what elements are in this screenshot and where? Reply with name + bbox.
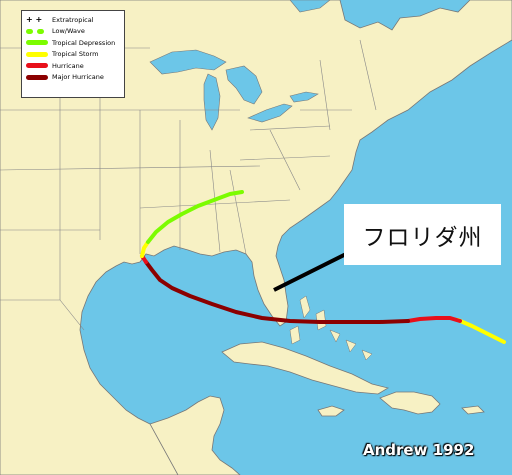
extratropical-crosses-icon: + + xyxy=(26,15,43,25)
track-segment-storm-west xyxy=(140,240,150,258)
florida-callout-label: フロリダ州 xyxy=(344,204,501,265)
track-segment-depression xyxy=(146,190,244,244)
legend-item-tropical-depression: Tropical Depression xyxy=(26,37,120,49)
legend-item-tropical-storm: Tropical Storm xyxy=(26,49,120,61)
cuba xyxy=(221,341,390,395)
legend-item-extratropical: + + Extratropical xyxy=(26,14,120,26)
legend: + + Extratropical Low/Wave Tropical Depr… xyxy=(21,10,125,98)
track-segment-hurricane-east xyxy=(406,316,462,323)
legend-label: Tropical Storm xyxy=(52,50,99,59)
lake-michigan xyxy=(203,73,221,131)
bahamas xyxy=(289,295,373,361)
lake-ontario xyxy=(289,91,319,103)
lake-erie xyxy=(247,103,293,123)
jamaica xyxy=(317,405,345,417)
storm-caption: Andrew 1992 xyxy=(363,441,475,459)
hurricane-line-icon xyxy=(26,63,48,69)
depression-line-icon xyxy=(26,40,48,46)
lake-huron xyxy=(225,65,263,105)
puerto-rico xyxy=(461,405,485,415)
legend-label: Major Hurricane xyxy=(52,73,104,82)
legend-label: Tropical Depression xyxy=(52,38,116,47)
storm-track xyxy=(140,190,506,344)
yucatan xyxy=(149,395,241,475)
track-segment-storm-east xyxy=(456,318,506,344)
storm-line-icon xyxy=(26,51,48,57)
legend-item-major-hurricane: Major Hurricane xyxy=(26,72,120,84)
legend-item-low-wave: Low/Wave xyxy=(26,26,120,38)
callout-pointer xyxy=(273,250,351,292)
low-wave-dots-icon xyxy=(26,28,48,34)
state-borders xyxy=(0,39,377,331)
hispaniola xyxy=(379,391,441,415)
track-segment-major xyxy=(144,260,410,324)
legend-item-hurricane: Hurricane xyxy=(26,60,120,72)
lake-superior xyxy=(149,49,227,75)
legend-label: Hurricane xyxy=(52,61,84,70)
major-hurricane-line-icon xyxy=(26,74,48,80)
legend-label: Extratropical xyxy=(52,15,94,24)
hudson-bay-water xyxy=(289,0,331,13)
legend-label: Low/Wave xyxy=(52,27,85,36)
